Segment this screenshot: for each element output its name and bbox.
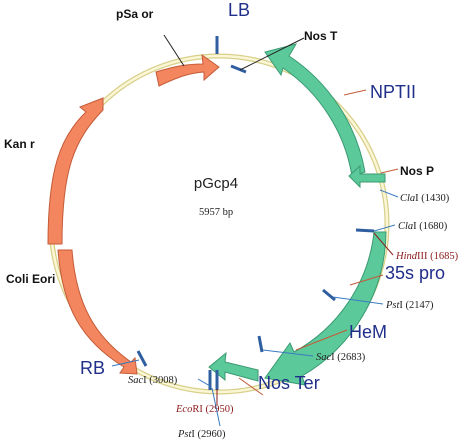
pst1-2147-leader — [332, 296, 384, 305]
cla1-1680-label: ClaI (1680) — [398, 221, 448, 232]
coli-eori-arrow — [57, 249, 138, 375]
kan-r-arrow — [47, 97, 104, 245]
cla1-1680-tick — [355, 228, 375, 233]
p35s-label: 35s pro — [385, 263, 445, 283]
rb-leader — [111, 359, 140, 367]
p35s-hem-arrow — [264, 231, 387, 386]
psa-ori-leader — [163, 34, 185, 67]
plasmid-name: pGcp4 — [194, 175, 238, 192]
psa-ori-arrow — [155, 53, 220, 87]
nptii-label: NPTII — [370, 82, 416, 102]
nos-t-leader — [239, 37, 305, 71]
nos-ter-label: Nos Ter — [258, 373, 320, 393]
rb-tick — [136, 350, 148, 367]
plasmid-size: 5957 bp — [199, 207, 233, 218]
pst1-2147-label: PstI (2147) — [385, 300, 434, 311]
rb-label: RB — [80, 358, 105, 378]
sac1-2683-tick — [257, 335, 264, 353]
kan-r-label: Kan r — [4, 137, 35, 151]
ecor1-2950-label: EcoRI (2950) — [175, 404, 234, 415]
cla1-1430-label: ClaI (1430) — [400, 193, 450, 204]
psa-ori-label: pSa or — [116, 7, 154, 21]
nos-ter-leader — [238, 377, 264, 396]
sac1-2683-leader — [262, 349, 314, 357]
cla1-1430-leader — [379, 189, 399, 198]
hind3-leader — [373, 232, 394, 256]
sac1-2683-label: SacI (2683) — [316, 352, 366, 363]
lb-label: LB — [228, 0, 250, 20]
hem-leader — [295, 329, 348, 351]
pst1-2147-tick — [322, 288, 336, 302]
nos-p-leader — [380, 168, 399, 174]
sac1-3008-leader — [197, 378, 211, 387]
nos-t-label: Nos T — [304, 29, 338, 43]
nos-p-arrow — [348, 164, 386, 189]
hem-label: HeM — [349, 322, 387, 342]
nos-p-label: Nos P — [400, 164, 434, 178]
cla1-1680-leader — [373, 224, 396, 232]
nos-t-tick — [230, 64, 247, 74]
nptii-leader — [343, 89, 367, 96]
pst1-2960-leader — [211, 387, 221, 427]
nptii-arrow — [264, 43, 366, 177]
pst1-2960-label: PstI (2960) — [177, 429, 226, 440]
sac1-3008-label: SacI (3008) — [128, 375, 178, 386]
p35s-leader — [349, 274, 384, 286]
coli-eori-label: Coli Eori — [6, 272, 55, 286]
hind3-1685-label: HindIII (1685) — [395, 251, 459, 262]
